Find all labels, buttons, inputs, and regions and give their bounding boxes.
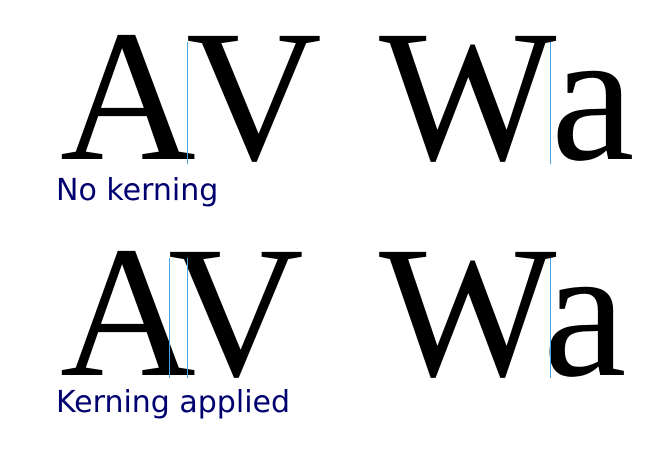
guide-line-av-kerned-left — [169, 258, 170, 378]
glyph-a-unkerned: a — [551, 0, 635, 200]
caption-no-kerning: No kerning — [56, 173, 219, 208]
caption-kerning-applied: Kerning applied — [56, 385, 291, 420]
guide-line-av-unkerned — [187, 42, 188, 164]
glyph-V-kerned: V — [168, 207, 304, 416]
glyph-V-unkerned: V — [186, 0, 322, 200]
glyph-a-kerned: a — [543, 207, 627, 416]
glyph-W-kerned: W — [379, 207, 557, 416]
glyph-A-unkerned: A — [60, 0, 196, 200]
glyph-W-unkerned: W — [379, 0, 557, 200]
guide-line-av-kerned-right — [187, 258, 188, 378]
glyph-A-kerned: A — [60, 207, 196, 416]
guide-line-wa-kerned — [550, 258, 551, 378]
guide-line-wa-unkerned — [550, 42, 551, 164]
